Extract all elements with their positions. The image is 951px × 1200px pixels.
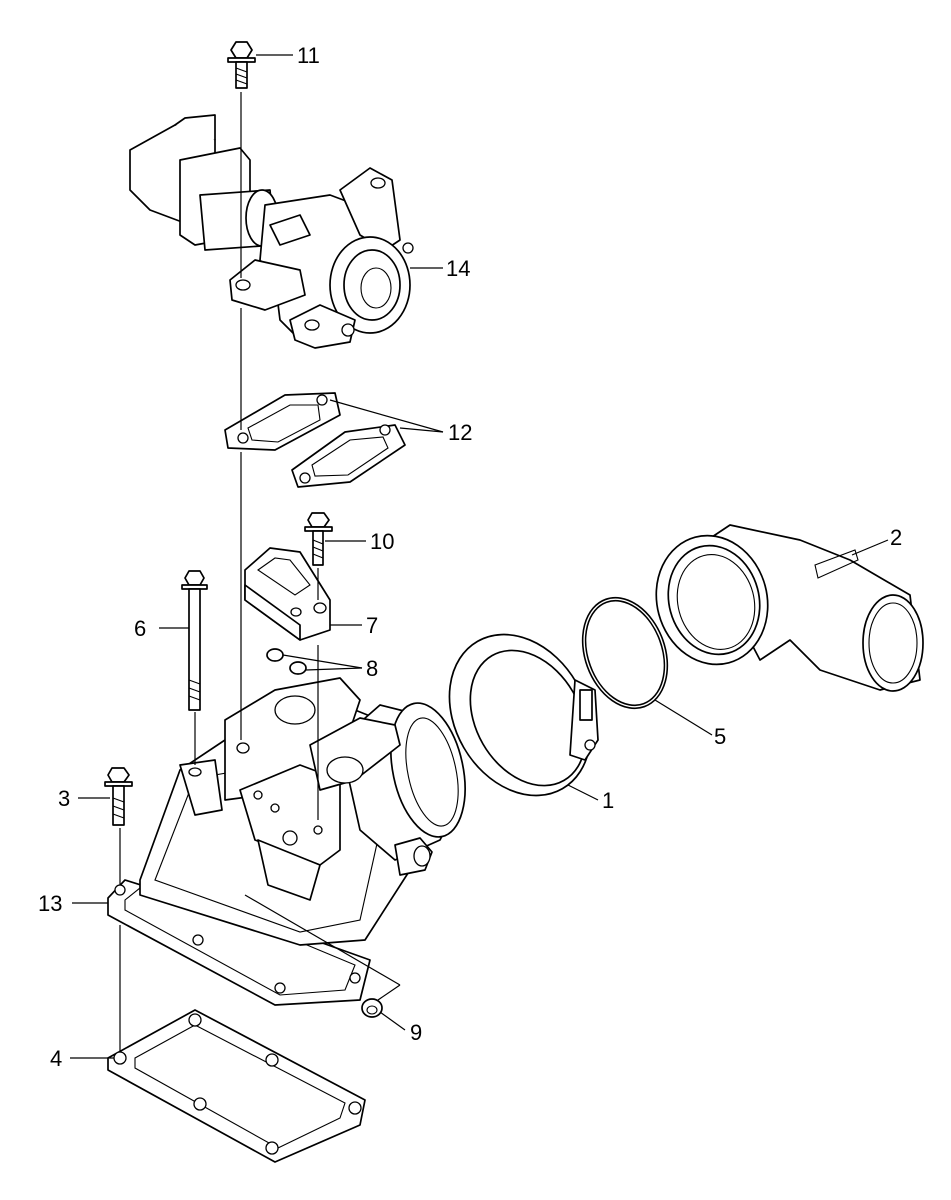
callout-8: 8 <box>366 656 378 681</box>
part-2-elbow <box>655 524 924 692</box>
callout-14: 14 <box>446 256 470 281</box>
callout-6: 6 <box>134 616 146 641</box>
part-12-gaskets <box>224 392 406 488</box>
callout-13: 13 <box>38 891 62 916</box>
part-9-plug <box>361 998 383 1018</box>
part-13-manifold <box>107 677 466 1006</box>
callout-11: 11 <box>297 43 320 68</box>
leader-lines <box>70 54 889 1059</box>
callout-9: 9 <box>410 1020 422 1045</box>
part-8-orings <box>266 648 307 675</box>
part-6-long-bolt <box>181 570 208 711</box>
part-7-bracket <box>244 547 331 641</box>
callout-1: 1 <box>602 788 614 813</box>
callout-7: 7 <box>366 613 378 638</box>
callout-10: 10 <box>370 529 394 554</box>
callout-12: 12 <box>448 420 472 445</box>
part-11-bolt <box>227 41 256 89</box>
part-3-bolt <box>104 767 133 826</box>
callout-labels: 11 14 12 10 2 7 6 8 5 3 1 13 9 4 <box>38 43 902 1071</box>
part-4-gasket <box>107 1009 366 1163</box>
part-14-egr-valve <box>129 114 414 349</box>
callout-2: 2 <box>890 525 902 550</box>
part-10-bolt <box>304 512 333 566</box>
part-1-clamp <box>448 633 599 797</box>
callout-5: 5 <box>714 724 726 749</box>
callout-4: 4 <box>50 1046 62 1071</box>
part-5-ring <box>581 596 669 710</box>
callout-3: 3 <box>58 786 70 811</box>
